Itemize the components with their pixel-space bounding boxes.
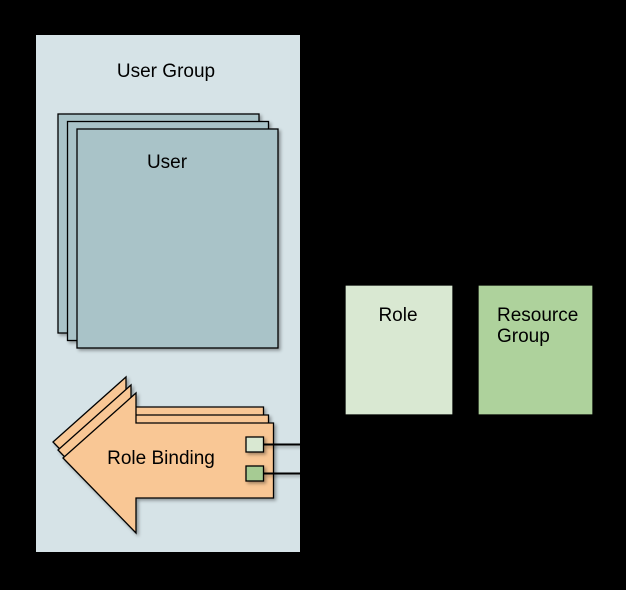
connector-group — [245, 436, 332, 482]
user-square-front — [76, 128, 279, 349]
role-box — [344, 284, 454, 416]
user-stack — [57, 113, 279, 349]
user-label: User — [147, 152, 188, 173]
role-label: Role — [378, 305, 417, 326]
resource-group-label-line1: Resource — [497, 305, 578, 326]
resource-group-label-line2: Group — [497, 326, 550, 347]
resource-chip — [245, 465, 265, 482]
role-chip — [245, 436, 265, 453]
user-group-label: User Group — [117, 61, 215, 82]
role-binding-label: Role Binding — [107, 448, 215, 469]
role-binding-arrow-stack — [52, 375, 275, 535]
role-binding-arrow-front — [62, 391, 275, 535]
resource-group-box — [477, 284, 594, 416]
